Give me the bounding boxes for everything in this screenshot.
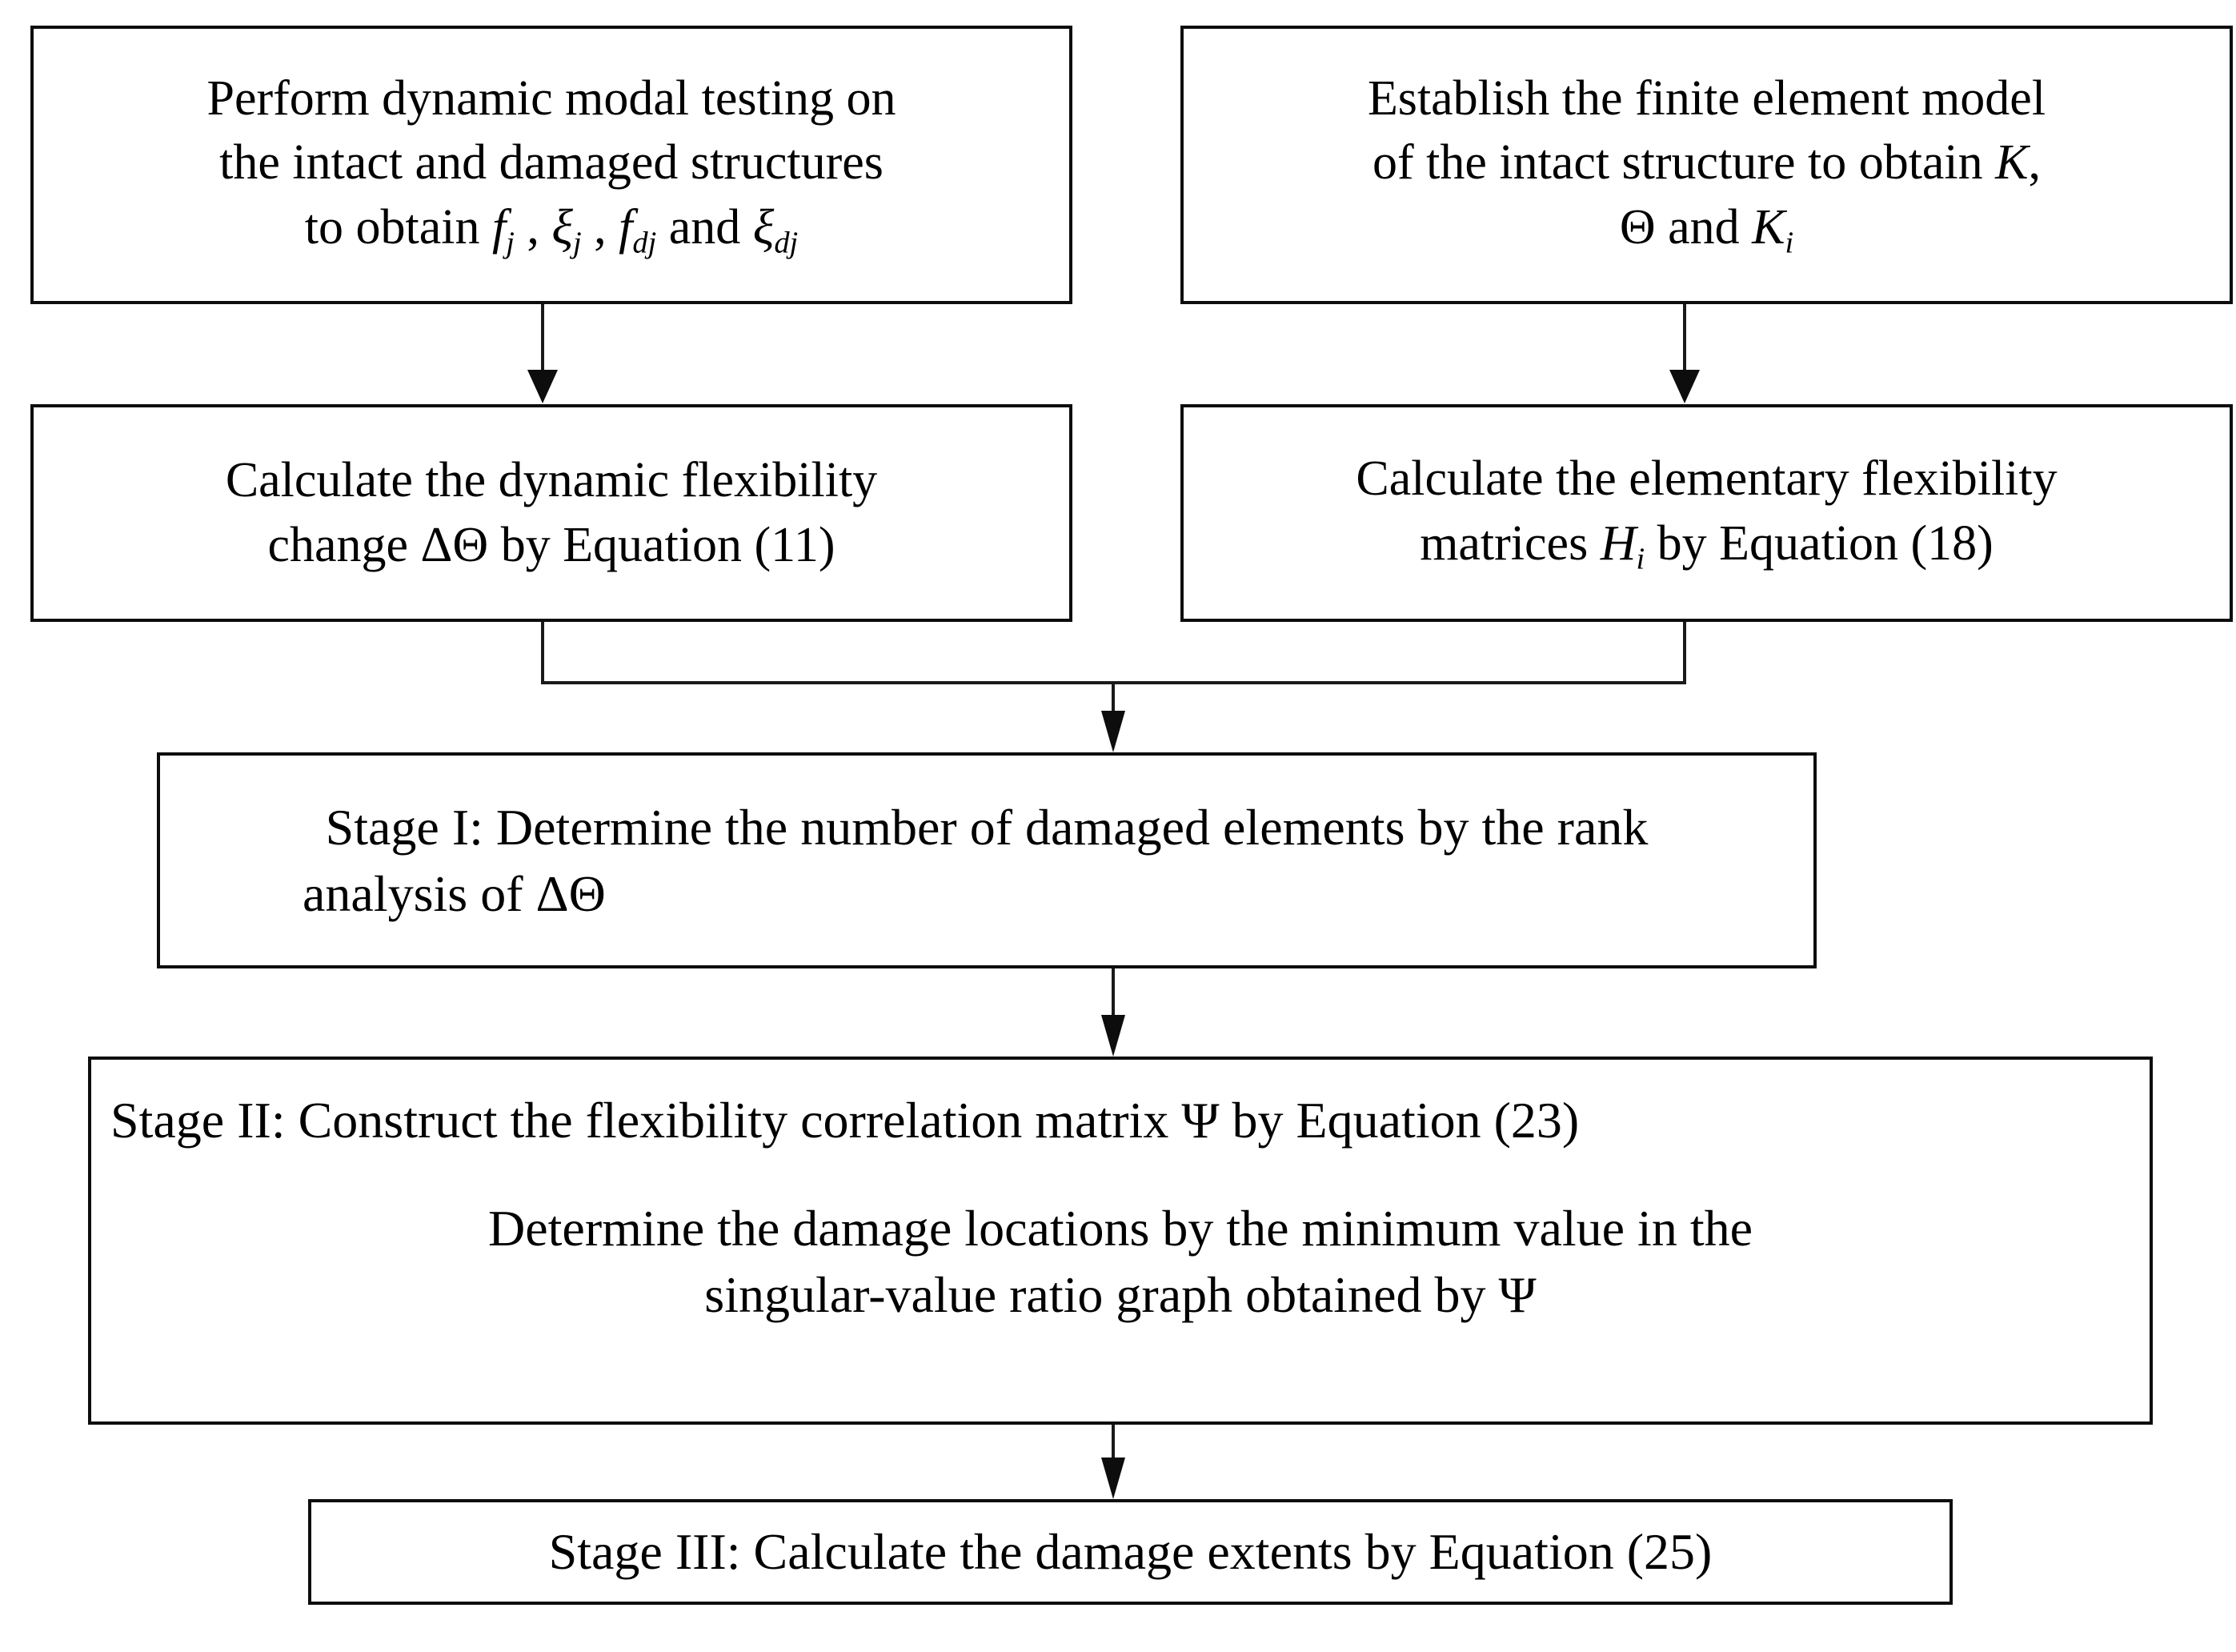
fe-model-line-1: Establish the finite element model <box>1367 70 2046 126</box>
connector-modal-testing-to-dynamic-flexibility-line <box>541 304 544 375</box>
node-stage-2: Stage II: Construct the flexibility corr… <box>88 1057 2153 1425</box>
symbol-H: H <box>1600 515 1637 571</box>
fe-model-conjunction: and <box>1655 199 1753 255</box>
symbol-fd: f <box>619 199 633 255</box>
modal-testing-conjunction: and <box>656 199 753 255</box>
connector-merge-to-stage-1-arrowhead <box>1101 711 1125 752</box>
connector-stage-2-to-stage-3-arrowhead <box>1101 1458 1125 1499</box>
node-fe-model: Establish the finite element model of th… <box>1180 26 2233 304</box>
stage-1-symbol-delta-theta: ΔΘ <box>535 865 606 922</box>
connector-stage-1-to-stage-2-line <box>1112 968 1115 1023</box>
symbol-f-subscript: j <box>506 226 515 260</box>
elementary-flexibility-line-2-suffix: by Equation (18) <box>1645 515 1994 571</box>
dynamic-flexibility-line-2-prefix: change <box>267 518 421 572</box>
symbol-psi: Ψ <box>1181 1092 1220 1149</box>
modal-testing-line-1: Perform dynamic modal testing on <box>206 70 896 126</box>
stage-1-line-2: analysis of ΔΘ <box>303 860 606 927</box>
dynamic-flexibility-line-2: change ΔΘ by Equation (11) <box>267 513 835 578</box>
fe-model-line-2-prefix: of the intact structure to obtain <box>1372 135 1996 190</box>
node-stage-3: Stage III: Calculate the damage extents … <box>308 1499 1953 1605</box>
symbol-delta-theta: ΔΘ <box>420 518 489 572</box>
node-dynamic-flexibility: Calculate the dynamic flexibility change… <box>30 404 1072 622</box>
symbol-K: K <box>1995 135 2029 190</box>
node-modal-testing: Perform dynamic modal testing on the int… <box>30 26 1072 304</box>
stage-1-line-2-prefix: analysis of <box>303 865 536 922</box>
elementary-flexibility-line-2-prefix: matrices <box>1420 515 1601 571</box>
symbol-xi-subscript: j <box>572 226 582 260</box>
symbol-xid-subscript: dj <box>774 226 799 260</box>
symbol-theta: Θ <box>1619 199 1656 255</box>
connector-stage-1-to-stage-2-arrowhead <box>1101 1015 1125 1057</box>
modal-testing-sep-1: , <box>514 199 552 255</box>
symbol-f: f <box>491 199 507 255</box>
fe-model-line-2: of the intact structure to obtain K, <box>1372 130 2041 195</box>
symbol-fd-subscript: dj <box>632 226 657 260</box>
symbol-xi: ξ <box>551 199 573 255</box>
connector-fe-model-to-elementary-flexibility-arrowhead <box>1669 370 1700 403</box>
connector-dynamic-flexibility-stub <box>541 622 544 684</box>
symbol-H-subscript: i <box>1636 542 1645 576</box>
dynamic-flexibility-line-2-suffix: by Equation (11) <box>488 518 835 572</box>
stage-2-line-2: Determine the damage locations by the mi… <box>488 1200 1753 1257</box>
stage-2-line-1-prefix: Stage II: Construct the flexibility corr… <box>110 1092 1182 1149</box>
connector-modal-testing-to-dynamic-flexibility-arrowhead <box>527 370 558 403</box>
symbol-xid: ξ <box>752 199 775 255</box>
connector-merge-to-stage-1-line <box>1112 681 1115 723</box>
stage-2-line-3-prefix: singular-value ratio graph obtained by <box>704 1266 1499 1324</box>
stage-3-text: Stage III: Calculate the damage extents … <box>548 1523 1713 1581</box>
stage-2-line-1-suffix: by Equation (23) <box>1219 1092 1580 1149</box>
dynamic-flexibility-line-1: Calculate the dynamic flexibility <box>225 453 878 508</box>
stage-1-line-1: Stage I: Determine the number of damaged… <box>325 798 1649 856</box>
elementary-flexibility-line-2: matrices Hi by Equation (18) <box>1420 511 1994 580</box>
fe-model-line-3: Θ and Ki <box>1620 195 1793 264</box>
symbol-psi-2: Ψ <box>1498 1266 1537 1324</box>
connector-elementary-flexibility-stub <box>1683 622 1686 684</box>
connector-fe-model-to-elementary-flexibility-line <box>1683 304 1686 375</box>
stage-2-line-1: Stage II: Construct the flexibility corr… <box>101 1087 2140 1153</box>
fe-model-line-2-suffix: , <box>2028 135 2042 190</box>
stage-2-line-3: singular-value ratio graph obtained by Ψ <box>106 1261 2135 1328</box>
symbol-Ki-subscript: i <box>1785 226 1794 260</box>
symbol-Ki: K <box>1752 199 1785 255</box>
modal-testing-line-2: the intact and damaged structures <box>219 135 884 190</box>
node-stage-1: Stage I: Determine the number of damaged… <box>157 752 1817 968</box>
connector-stage-2-to-stage-3-line <box>1112 1425 1115 1463</box>
modal-testing-line-3-prefix: to obtain <box>304 199 492 255</box>
node-elementary-flexibility: Calculate the elementary flexibility mat… <box>1180 404 2233 622</box>
modal-testing-sep-2: , <box>581 199 619 255</box>
elementary-flexibility-line-1: Calculate the elementary flexibility <box>1356 451 2058 506</box>
modal-testing-line-3: to obtain fj , ξj , fdj and ξdj <box>305 195 798 264</box>
